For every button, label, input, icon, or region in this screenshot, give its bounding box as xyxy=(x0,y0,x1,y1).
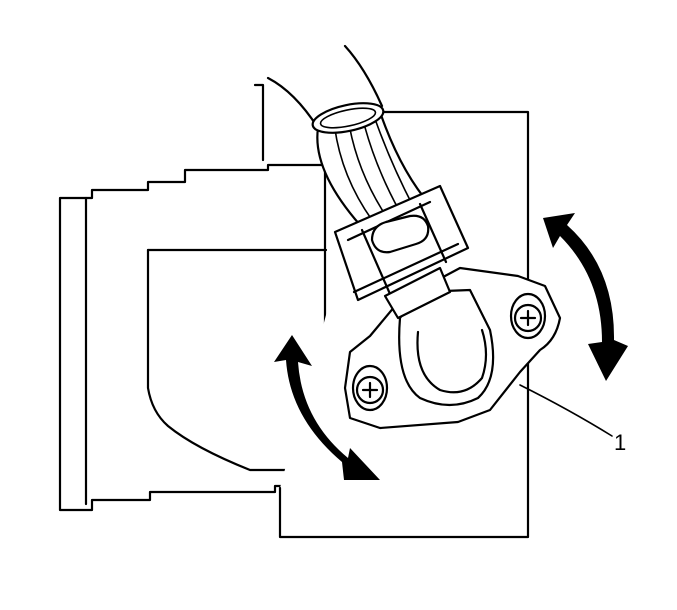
rotation-arrow-right xyxy=(543,213,628,381)
wiring-harness xyxy=(266,44,432,227)
callout-number: 1 xyxy=(614,430,626,455)
callout-1: 1 xyxy=(519,384,626,455)
throttle-body-housing xyxy=(58,83,328,512)
rotation-arrow-left xyxy=(274,335,380,480)
harness-grommet xyxy=(311,102,385,134)
sensor-connector xyxy=(333,184,470,320)
